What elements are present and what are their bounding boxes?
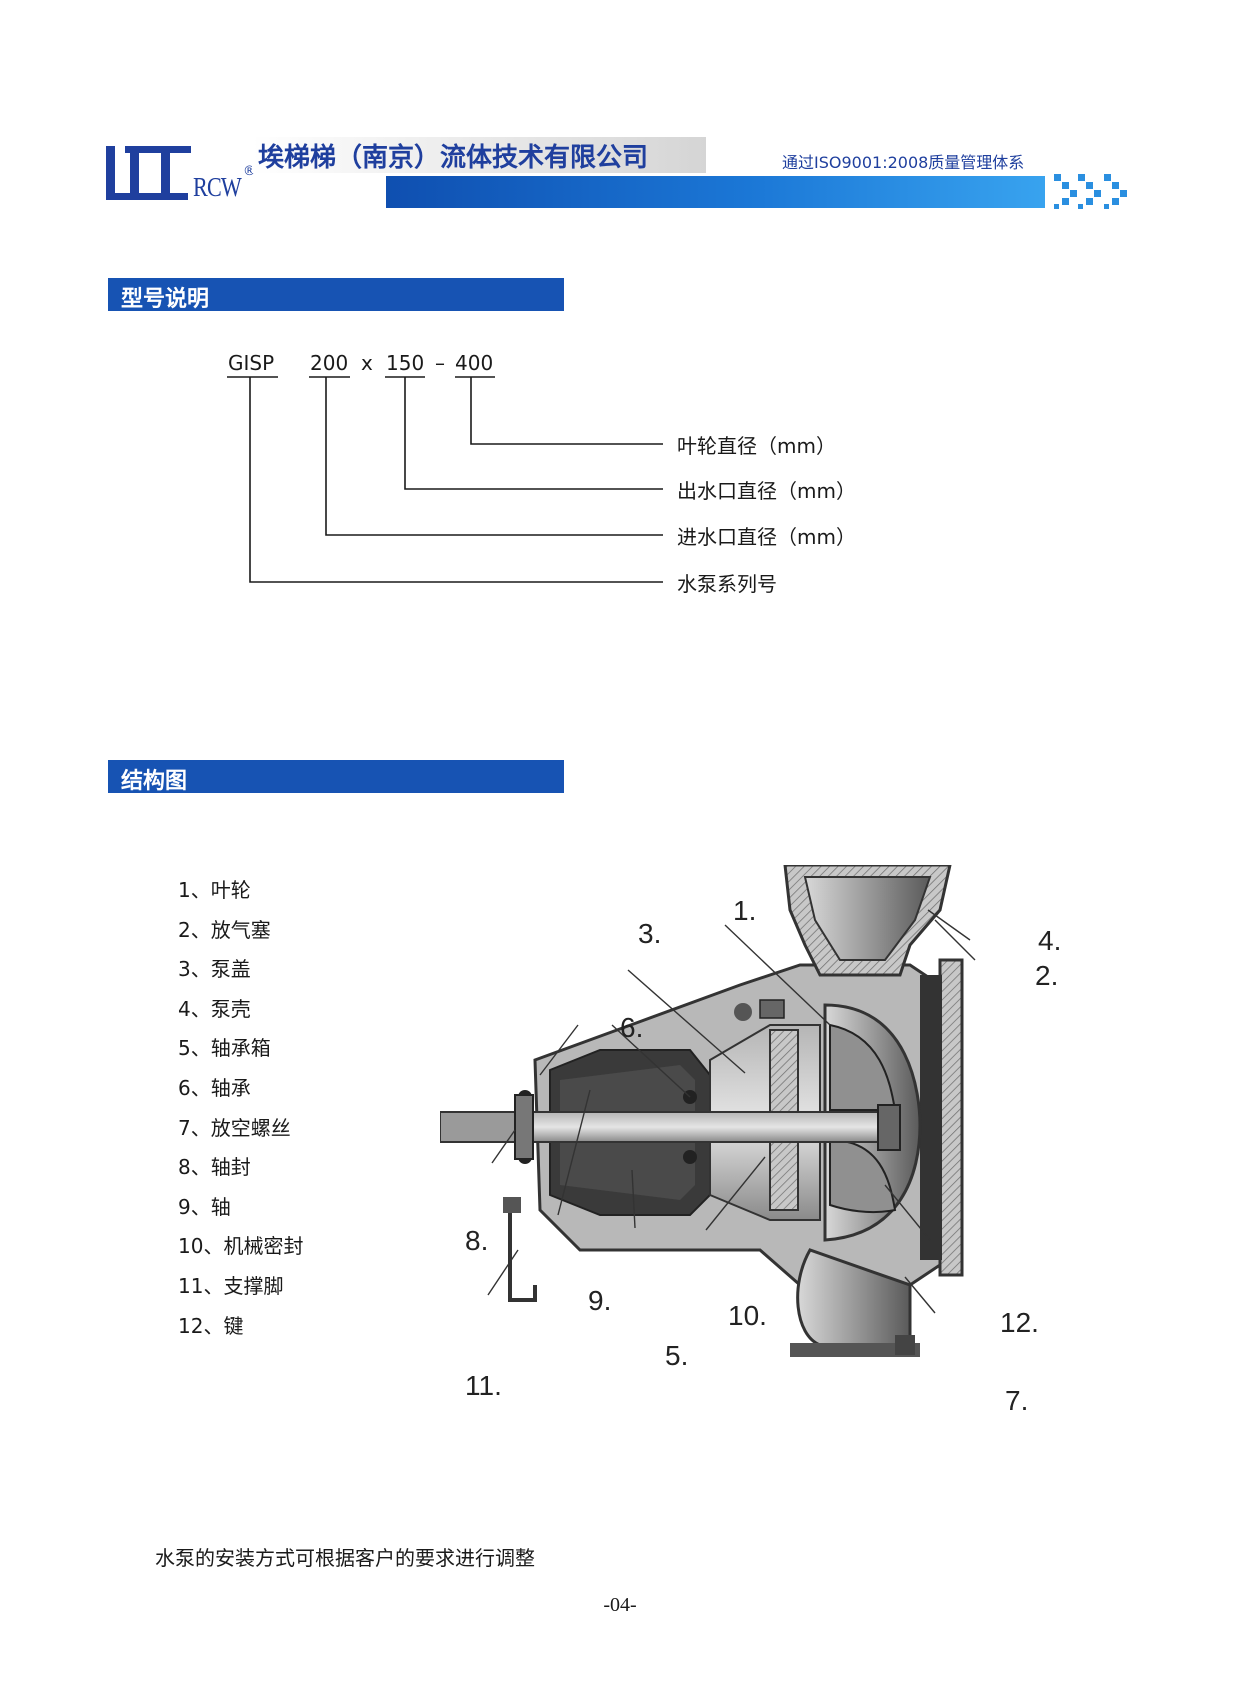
section-bar-model: 型号说明: [108, 278, 564, 312]
list-item: 5、轴承箱: [178, 1036, 271, 1061]
callout-9: 9.: [588, 1285, 612, 1316]
header-blue-band: [386, 176, 1045, 208]
list-item: 9、轴: [178, 1194, 231, 1219]
company-name-band: [252, 137, 706, 173]
list-item: 6、轴承: [178, 1075, 251, 1100]
installation-footnote: 水泵的安装方式可根据客户的要求进行调整: [155, 1546, 535, 1570]
callout-10: 10.: [728, 1300, 767, 1331]
model-code-outlet: 150: [386, 351, 425, 375]
section-title-structure: 结构图: [121, 769, 188, 794]
logo-text: RCW: [193, 172, 242, 202]
callout-6: 6.: [620, 1012, 644, 1043]
pump-cross-section-diagram: [440, 865, 976, 1357]
page-number: -04-: [603, 1594, 637, 1616]
list-item: 2、放气塞: [178, 917, 271, 942]
model-code-x: x: [361, 351, 373, 375]
callout-12: 12.: [1000, 1307, 1039, 1338]
model-code-dash: –: [435, 351, 445, 375]
annotation-inlet-diameter: 进水口直径（mm）: [677, 525, 856, 549]
list-item: 8、轴封: [178, 1155, 251, 1180]
company-name: 埃梯梯（南京）流体技术有限公司: [258, 143, 649, 173]
list-item: 10、机械密封: [178, 1234, 304, 1259]
callout-2: 2.: [1035, 960, 1059, 991]
parts-list: 1、叶轮 2、放气塞 3、泵盖 4、泵壳 5、轴承箱 6、轴承 7、放空螺丝 8…: [178, 874, 303, 1349]
annotation-pump-series: 水泵系列号: [677, 572, 777, 596]
callout-1: 1.: [733, 895, 757, 926]
chevron-arrows-icon: [1054, 174, 1127, 209]
callout-5: 5.: [665, 1340, 689, 1371]
list-item: 7、放空螺丝: [178, 1115, 291, 1140]
callout-11: 11.: [465, 1370, 502, 1401]
section-bar-structure: 结构图: [108, 760, 564, 794]
list-item: 11、支撑脚: [178, 1273, 284, 1298]
model-code-series: GISP: [228, 351, 275, 375]
list-item: 1、叶轮: [178, 878, 251, 902]
annotation-impeller-diameter: 叶轮直径（mm）: [677, 434, 836, 458]
callout-3: 3.: [638, 918, 662, 949]
list-item: 3、泵盖: [178, 957, 251, 982]
list-item: 12、键: [178, 1313, 244, 1338]
section-title-model: 型号说明: [121, 287, 210, 312]
callout-4: 4.: [1038, 925, 1062, 956]
annotation-outlet-diameter: 出水口直径（mm）: [677, 479, 856, 503]
callout-8: 8.: [465, 1225, 489, 1256]
callout-7: 7.: [1005, 1385, 1029, 1416]
company-logo: [106, 146, 191, 200]
model-code-leader-lines: [227, 376, 663, 583]
model-code-impeller: 400: [455, 351, 494, 375]
model-code-inlet: 200: [310, 351, 349, 375]
iso-certification-text: 通过ISO9001:2008质量管理体系: [782, 153, 1025, 172]
list-item: 4、泵壳: [178, 996, 251, 1021]
